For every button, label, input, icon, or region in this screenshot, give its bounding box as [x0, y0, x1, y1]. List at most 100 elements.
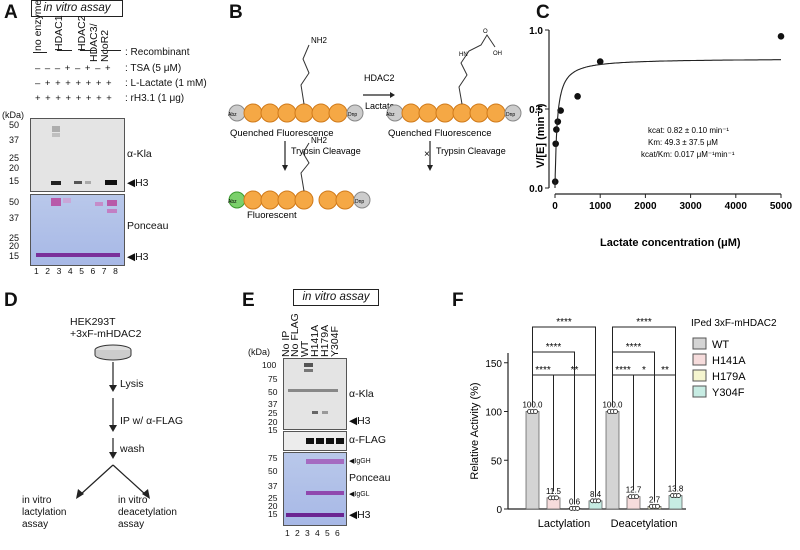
dnp-label-2: Dnp	[506, 112, 515, 118]
panel-c-x-tick-label: 4000	[725, 201, 748, 212]
panel-f-sig-label: ****	[615, 365, 631, 376]
blocked-x-mark: ×	[424, 149, 430, 160]
panel-f-sig-label: ****	[636, 317, 652, 328]
panel-f-significance: *****************************	[532, 317, 676, 505]
panel-f-legend-swatch	[692, 337, 707, 350]
panel-a-lane-number: 8	[113, 266, 118, 276]
panel-a-lane-number: 6	[90, 266, 96, 276]
panel-e-kda: (kDa)	[248, 347, 270, 357]
panel-a-rh3-signs: + + + + + + + +	[35, 93, 113, 104]
panel-f-legend-swatch	[692, 369, 707, 382]
panel-e-lane-number: 3	[305, 528, 310, 538]
panel-e-flag-label: α-FLAG	[349, 434, 386, 446]
panel-f-group-label: Deacetylation	[611, 518, 678, 530]
panel-e-mw-marker: 37	[268, 481, 278, 491]
panel-c-y-tick-label: 1.0	[529, 26, 543, 37]
panel-e-lane-number: 2	[295, 528, 300, 538]
panel-a-column-label: HDAC1	[53, 15, 65, 51]
panel-f-bar	[605, 411, 620, 510]
panel-f-bracket	[654, 374, 676, 502]
panel-f-bar	[525, 411, 540, 510]
trypsin-arrowhead-1	[282, 165, 288, 171]
panel-e-lane-number: 4	[315, 528, 320, 538]
fluorescent-label: Fluorescent	[247, 210, 297, 220]
panel-d-lactylation-assay: in vitro lactylation assay	[22, 495, 67, 530]
culture-dish-body	[94, 350, 132, 361]
panel-e-label: E	[242, 290, 255, 311]
panel-a-lactate-label: : L-Lactate (1 mM)	[125, 78, 207, 89]
panel-c-x-tick-label: 3000	[679, 201, 702, 212]
panel-a-assay-title: in vitro assay	[31, 0, 123, 17]
panel-e-mw-marker: 25	[268, 408, 278, 418]
svg-text:HN: HN	[459, 52, 468, 58]
panel-a-column-label: no enzyme	[32, 0, 44, 51]
panel-e-lane-number: 5	[325, 528, 330, 538]
panel-a-column-separator	[57, 50, 72, 51]
substrate-peptide	[228, 44, 364, 123]
panel-f-sig-label: ****	[556, 317, 572, 328]
panel-a-kda-label: (kDa)	[2, 110, 24, 120]
panel-c-data-point	[777, 33, 785, 40]
nh2-label-3: NH2	[311, 136, 328, 145]
panel-a-tsa-label: : TSA (5 μM)	[125, 63, 182, 74]
panel-f-legend-label: H141A	[712, 355, 746, 367]
quenched-label-2: Quenched Fluorescence	[388, 128, 492, 139]
panel-c-points	[551, 33, 785, 185]
panel-a-mw-marker: 25	[9, 153, 20, 163]
panel-f-legend-title: IPed 3xF-mHDAC2	[691, 318, 777, 329]
panel-a-mw-marker: 15	[9, 176, 20, 186]
panel-f-bracket	[553, 374, 596, 496]
lactylated-peptide: HN O OH	[386, 29, 522, 123]
panel-a-column-separator	[33, 52, 47, 53]
hdac2-arrowhead	[390, 92, 395, 98]
panel-e-mw-marker: 25	[268, 493, 278, 503]
panel-f-replicate-point	[634, 494, 639, 500]
panel-e-mw-marker: 50	[268, 387, 278, 397]
quenched-label-1: Quenched Fluorescence	[230, 128, 334, 139]
panel-a-mw-marker: 25	[9, 233, 20, 243]
trypsin-label-1: Trypsin Cleavage	[291, 146, 361, 156]
panel-f-replicate-point	[613, 409, 618, 414]
lactate-label: Lactate	[365, 101, 395, 111]
panel-d-deacetylation-assay: in vitro deacetylation assay	[118, 495, 177, 530]
cleaved-products	[228, 142, 371, 210]
panel-a-tsa-signs: – – – + – + – +	[35, 63, 112, 74]
panel-f-y-tick-label: 50	[491, 456, 503, 467]
panel-a-lane-number: 1	[34, 266, 39, 276]
panel-f-bracket	[532, 326, 596, 498]
panel-a-mw-marker: 37	[9, 135, 20, 145]
panel-e-ponceau-stain	[283, 452, 347, 526]
panel-f-replicate-point	[596, 498, 601, 504]
panel-e-column-label: Y304F	[329, 326, 341, 357]
panel-c-data-point	[574, 93, 581, 100]
panel-a-mw-marker: 50	[9, 120, 20, 130]
panel-a-lane-number: 5	[79, 266, 84, 276]
panel-f-sig-label: ****	[535, 365, 551, 376]
panel-f-group-label: Lactylation	[538, 518, 591, 530]
panel-f-replicate-point	[655, 503, 660, 509]
panel-f-sig-label: **	[661, 365, 669, 376]
panel-a-kla-blot	[30, 118, 125, 192]
panel-a-lane-number: 4	[67, 266, 73, 276]
panel-a-mw-marker: 15	[9, 251, 20, 261]
panel-d-arrows	[76, 362, 150, 499]
panel-b-label: B	[229, 2, 243, 23]
panel-a-mw-marker: 20	[9, 241, 20, 251]
panel-c-xlabel: Lactate concentration (μM)	[600, 237, 741, 249]
panel-e-mw-marker: 37	[268, 399, 278, 409]
panel-e-mw-marker: 20	[268, 501, 278, 511]
panel-a-mw-marker: 20	[9, 163, 20, 173]
panel-c-x-tick-label: 5000	[770, 201, 793, 212]
panel-a-ponceau-stain	[30, 194, 125, 266]
panel-d-ip: IP w/ α-FLAG	[120, 415, 184, 427]
panel-f-legend-label: Y304F	[712, 387, 745, 399]
panel-e-kla-bands	[288, 363, 338, 414]
panel-e-lane-number: 1	[285, 528, 290, 538]
panel-e-flag-blot	[283, 431, 347, 451]
panel-d-cells: HEK293T +3xF-mHDAC2	[70, 316, 142, 340]
panel-c-x-tick-label: 0	[552, 201, 558, 212]
panel-a-column-separator	[80, 50, 96, 51]
panel-a-kla-label: α-Kla	[127, 148, 152, 160]
